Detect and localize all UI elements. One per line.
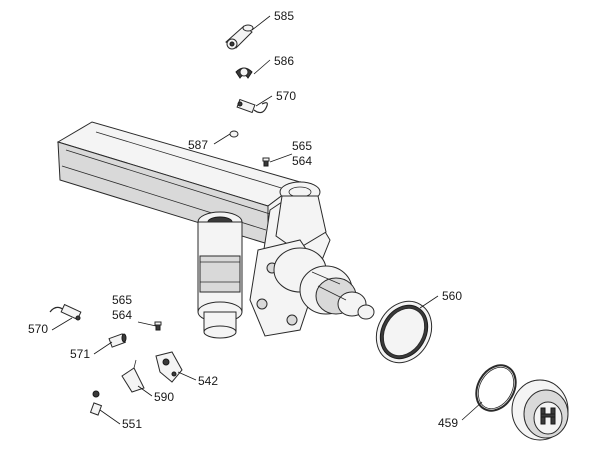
part-587: [229, 130, 239, 138]
hub-cap: [511, 379, 569, 441]
part-571: [108, 333, 127, 348]
label-570-top: 570: [276, 89, 297, 103]
part-586: [235, 67, 253, 79]
label-565-lower: 565: [112, 293, 133, 307]
part-565-564-top: [262, 157, 270, 167]
part-585: [225, 24, 254, 50]
leader-lines: [51, 15, 483, 425]
label-459: 459: [438, 416, 459, 430]
label-590: 590: [154, 390, 175, 404]
part-570-left: [49, 303, 82, 321]
part-590: [121, 359, 145, 393]
label-542: 542: [198, 374, 219, 388]
part-565-564-lower: [154, 321, 162, 331]
label-585: 585: [274, 9, 295, 23]
label-587: 587: [188, 138, 209, 152]
part-542: [155, 351, 183, 383]
label-570-left: 570: [28, 322, 49, 336]
label-551: 551: [122, 417, 143, 431]
label-571: 571: [70, 347, 91, 361]
label-564-lower: 564: [112, 308, 133, 322]
spindle-hub: [273, 247, 375, 320]
axle-beam: [56, 121, 302, 245]
part-551: [89, 390, 103, 416]
label-565-top: 565: [292, 139, 313, 153]
part-570-top: [236, 98, 268, 114]
o-ring-459: [475, 364, 517, 412]
label-564-top: 564: [292, 154, 313, 168]
label-586: 586: [274, 54, 295, 68]
seal-ring-560: [375, 300, 433, 364]
kingpin-cylinder: [197, 211, 243, 339]
label-560: 560: [442, 289, 463, 303]
